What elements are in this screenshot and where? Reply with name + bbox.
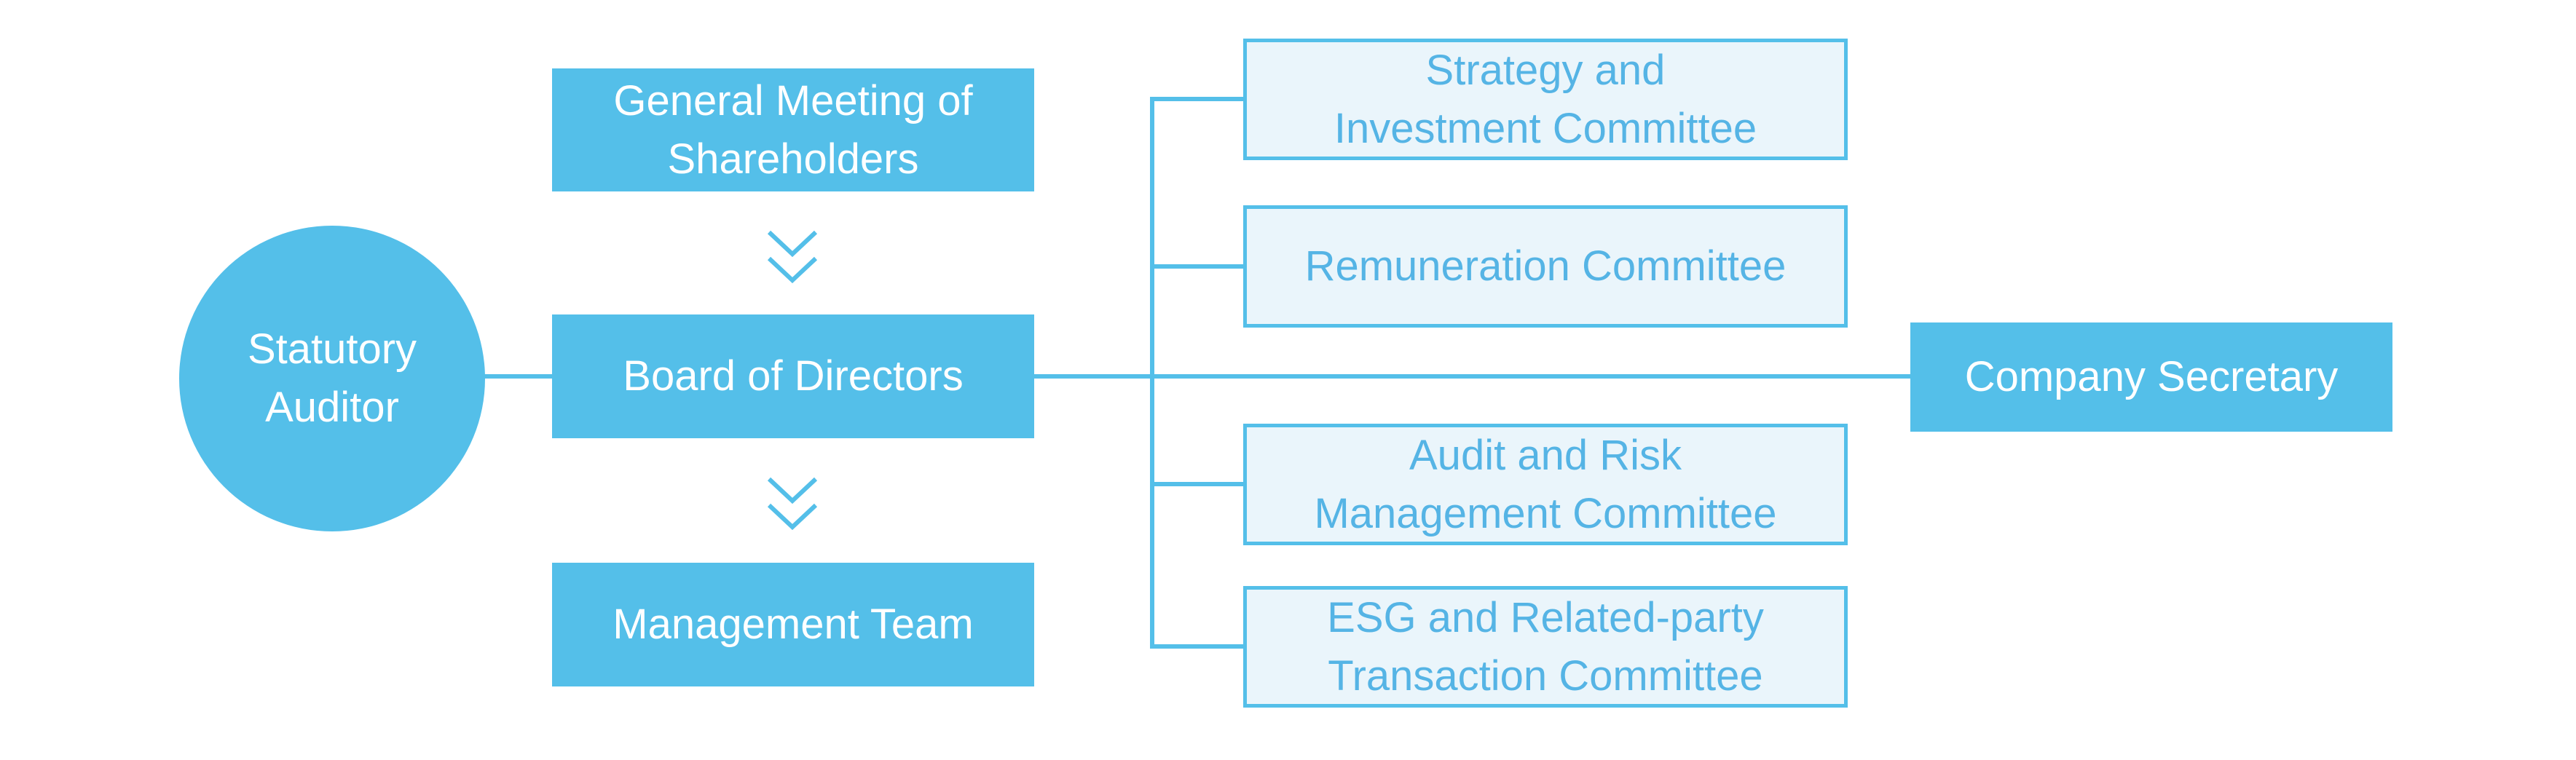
node-strategy-investment-committee: Strategy and Investment Committee (1243, 39, 1848, 160)
connector-committee-trunk (1150, 97, 1154, 649)
statutory-auditor-label-line1: Statutory (247, 325, 417, 373)
audit-committee-label-line1: Audit and Risk (1409, 431, 1682, 479)
gms-label-line2: Shareholders (667, 135, 919, 183)
node-statutory-auditor: Statutory Auditor (179, 226, 485, 531)
node-management-team: Management Team (552, 563, 1034, 686)
connector-board-to-secretary (1034, 374, 1910, 379)
node-esg-related-party-transaction-committee: ESG and Related-party Transaction Commit… (1243, 586, 1848, 708)
connector-branch-audit (1152, 482, 1243, 486)
connector-branch-remuneration (1152, 264, 1243, 269)
esg-committee-label-line2: Transaction Committee (1328, 652, 1763, 700)
company-secretary-label: Company Secretary (1964, 353, 2339, 400)
remuneration-committee-label: Remuneration Committee (1304, 242, 1787, 290)
audit-committee-label-line2: Management Committee (1314, 489, 1777, 537)
management-team-label: Management Team (613, 601, 974, 648)
statutory-auditor-label-line2: Auditor (265, 384, 399, 431)
esg-committee-label-line1: ESG and Related-party (1327, 593, 1764, 641)
double-chevron-down-icon (767, 477, 818, 531)
connector-branch-esg (1152, 644, 1243, 649)
strategy-committee-label-line1: Strategy and (1425, 46, 1666, 94)
double-chevron-down-icon (767, 230, 818, 284)
gms-label-line1: General Meeting of (613, 76, 973, 124)
connector-branch-strategy (1152, 97, 1243, 101)
node-remuneration-committee: Remuneration Committee (1243, 205, 1848, 328)
node-audit-risk-management-committee: Audit and Risk Management Committee (1243, 424, 1848, 545)
node-company-secretary: Company Secretary (1910, 322, 2392, 432)
node-general-meeting-of-shareholders: General Meeting of Shareholders (552, 68, 1034, 191)
connector-auditor-to-board (481, 374, 554, 379)
node-board-of-directors: Board of Directors (552, 314, 1034, 438)
strategy-committee-label-line2: Investment Committee (1334, 104, 1757, 152)
board-label: Board of Directors (623, 352, 964, 400)
